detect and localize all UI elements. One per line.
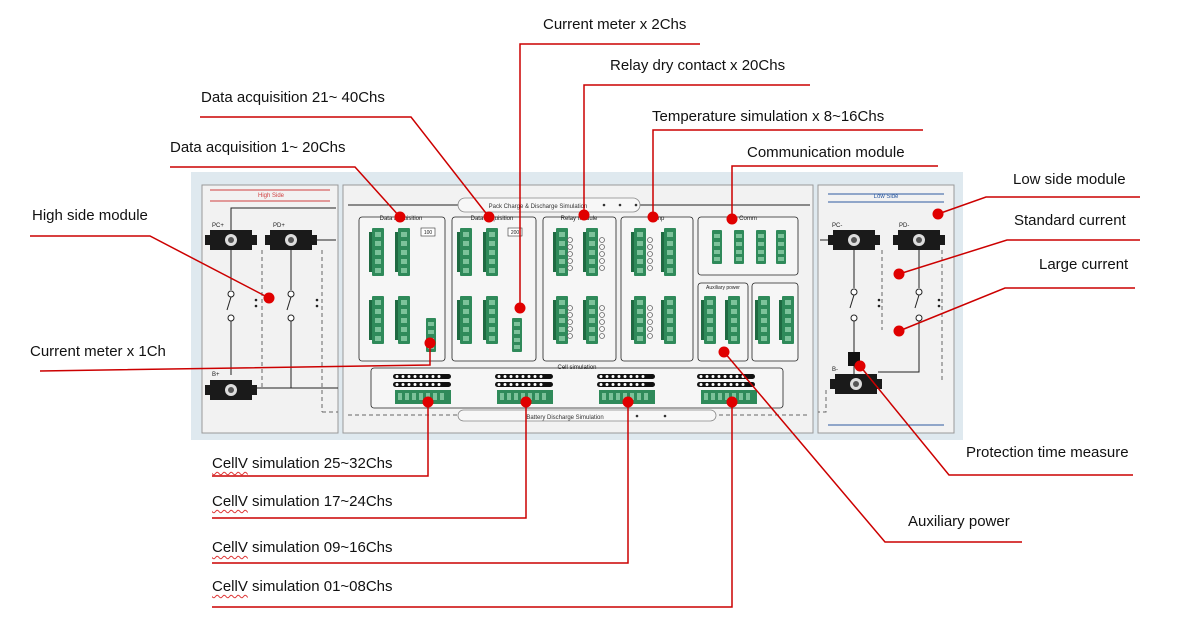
- dot-current-meter-2: [514, 302, 526, 314]
- dot-high-side-module: [263, 292, 275, 304]
- cell-simulation-row: Cell simulation: [370, 365, 784, 409]
- temperature-box: Temp: [620, 216, 694, 362]
- dot-cellv-09-16: [622, 396, 634, 408]
- label-data-acq-21-40: Data acquisition 21~ 40Chs: [201, 89, 385, 106]
- dot-low-side-module: [932, 208, 944, 220]
- communication-box: Comm: [697, 216, 799, 276]
- cellv-word: CellV: [212, 578, 248, 595]
- dot-large-current: [893, 325, 905, 337]
- leader-standard-current: [898, 239, 1140, 275]
- dot-protection-time: [854, 360, 866, 372]
- leader-data-acq-21-40: [200, 116, 490, 218]
- leader-auxiliary-power: [723, 351, 1022, 543]
- dot-current-meter-1: [424, 337, 436, 349]
- low-side-module: Low Side PC- PD- B-: [817, 184, 955, 434]
- leader-temp-sim: [652, 129, 923, 217]
- label-comm-module: Communication module: [747, 144, 905, 161]
- main-module: Pack Charge & Discharge Simulation Batte…: [342, 184, 814, 434]
- terminal-label-pd-plus: PD+: [273, 223, 285, 229]
- leader-cellv-17-24: [212, 402, 527, 519]
- cell-simulation-label: Cell simulation: [557, 365, 596, 371]
- terminal-label-b-minus: B-: [832, 367, 838, 373]
- dot-relay-dry-contact: [578, 209, 590, 221]
- label-current-meter-2: Current meter x 2Chs: [543, 16, 687, 33]
- cellv-word: CellV: [212, 455, 248, 472]
- leader-current-meter-1: [39, 343, 431, 372]
- relay-module-box: Relay module: [542, 216, 617, 362]
- relay-box-label: Relay module: [561, 216, 598, 222]
- dot-data-acq-1-20: [394, 211, 406, 223]
- terminal-pd-plus: [265, 230, 317, 250]
- leader-cellv-01-08: [212, 402, 733, 608]
- cellv-rest: simulation 01~08Chs: [247, 578, 393, 595]
- cellv-word: CellV: [212, 539, 248, 556]
- cellv-rest: simulation 17~24Chs: [247, 493, 393, 510]
- label-current-meter-1: Current meter x 1Ch: [30, 343, 166, 360]
- terminal-pc-minus: [828, 230, 880, 250]
- dot-temp-sim: [647, 211, 659, 223]
- leader-large-current: [898, 287, 1135, 332]
- data-acq-badge-2: 200: [511, 230, 520, 236]
- leader-current-meter-2: [519, 43, 700, 308]
- label-low-side-module: Low side module: [1013, 171, 1126, 188]
- leader-cellv-25-32: [212, 402, 429, 477]
- label-large-current: Large current: [1039, 256, 1129, 273]
- label-temp-sim: Temperature simulation x 8~16Chs: [652, 108, 885, 125]
- leader-low-side-module: [937, 196, 1140, 215]
- leader-protection-time: [859, 365, 1133, 476]
- label-high-side-module: High side module: [32, 207, 148, 224]
- terminal-pc-plus: [205, 230, 257, 250]
- dot-standard-current: [893, 268, 905, 280]
- dot-comm-module: [726, 213, 738, 225]
- bottom-title: Battery Discharge Simulation: [526, 415, 603, 421]
- leader-lines: [30, 43, 1140, 608]
- terminal-label-pc-plus: PC+: [212, 223, 224, 229]
- terminal-pd-minus: [893, 230, 945, 250]
- auxiliary-power-box: Auxiliary power: [697, 282, 799, 362]
- data-acquisition-box-2: Data acquisition 200: [451, 216, 537, 362]
- label-relay-dry-contact: Relay dry contact x 20Chs: [610, 57, 786, 74]
- dot-auxiliary-power: [718, 346, 730, 358]
- aux-box-label: Auxiliary power: [706, 285, 740, 291]
- leader-high-side-module: [30, 235, 270, 299]
- low-side-title: Low Side: [874, 194, 899, 200]
- cellv-rest: simulation 25~32Chs: [247, 455, 393, 472]
- leader-comm-module: [731, 165, 938, 219]
- dot-cellv-17-24: [520, 396, 532, 408]
- leader-data-acq-1-20: [170, 166, 401, 218]
- dot-cellv-01-08: [726, 396, 738, 408]
- data-acq-badge-1: 100: [424, 230, 433, 236]
- label-standard-current: Standard current: [1014, 212, 1126, 229]
- leader-relay-dry-contact: [583, 84, 810, 215]
- label-auxiliary-power: Auxiliary power: [908, 513, 1010, 530]
- terminal-label-pc-minus: PC-: [832, 223, 842, 229]
- terminal-b-plus: [205, 380, 257, 400]
- label-cellv-17-24: CellV simulation 17~24Chs: [212, 493, 393, 511]
- terminal-label-b-plus: B+: [212, 372, 220, 378]
- dot-data-acq-21-40: [483, 211, 495, 223]
- high-side-title: High Side: [258, 193, 285, 199]
- leader-cellv-09-16: [212, 402, 629, 564]
- terminal-label-pd-minus: PD-: [899, 223, 909, 229]
- label-cellv-25-32: CellV simulation 25~32Chs: [212, 455, 393, 473]
- dot-cellv-25-32: [422, 396, 434, 408]
- main-module-title: Pack Charge & Discharge Simulation: [489, 204, 588, 210]
- leader-dots: [263, 208, 944, 408]
- label-protection-time: Protection time measure: [966, 444, 1129, 461]
- label-cellv-09-16: CellV simulation 09~16Chs: [212, 539, 393, 557]
- cellv-rest: simulation 09~16Chs: [247, 539, 393, 556]
- high-side-module: High Side PC+ PD+ B+: [201, 184, 339, 434]
- cellv-word: CellV: [212, 493, 248, 510]
- label-cellv-01-08: CellV simulation 01~08Chs: [212, 578, 393, 596]
- comm-box-label: Comm: [739, 216, 757, 222]
- label-data-acq-1-20: Data acquisition 1~ 20Chs: [170, 139, 346, 156]
